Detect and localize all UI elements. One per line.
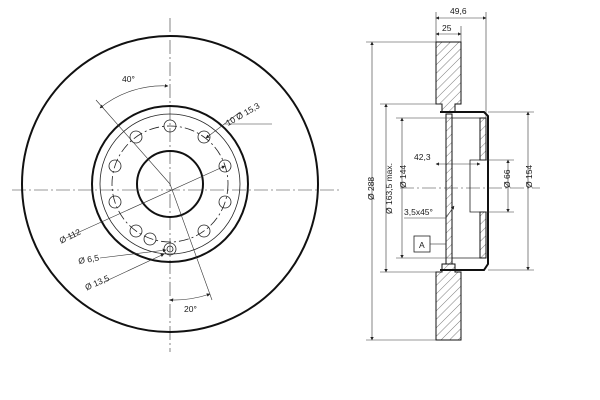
hub-flange-section (445, 113, 453, 265)
small-hole-outer-leader (103, 253, 165, 283)
bolt-hole (108, 195, 122, 209)
angle-bottom-label: 20° (184, 304, 197, 314)
datum-label: A (419, 240, 425, 250)
disc-thickness-label: 25 (442, 23, 452, 33)
hub-ring (99, 113, 241, 255)
flange-diameter-label: Ø 154 (524, 165, 534, 188)
bolt-hole (163, 119, 177, 133)
hub-outer-circle (91, 105, 249, 263)
outer-diameter-label: Ø 288 (366, 177, 376, 200)
offset-label: 42,3 (414, 152, 431, 162)
chamfer-label: 3,5x45° (404, 207, 433, 217)
center-bore-label: Ø 66 (502, 169, 512, 188)
bolt-hole (143, 232, 157, 246)
max-diameter-label: Ø 163,5 max. (384, 163, 394, 214)
disc-section-lower (435, 263, 462, 341)
section-view: 49,6 25 Ø 288 Ø 163,5 max. Ø 144 (366, 6, 540, 341)
bolt-hole (197, 130, 211, 144)
front-view: 40° 20° 10 Ø 15,3 Ø 112 Ø 6,5 Ø 13,5 (12, 18, 340, 352)
bolt-hole (218, 195, 232, 209)
small-hole-label: Ø 6,5 (77, 252, 99, 266)
bolt-hole (129, 130, 143, 144)
bolt-holes (108, 119, 232, 246)
bolt-circle-label: Ø 112 (58, 227, 83, 246)
bolt-circle-dim-line (65, 165, 226, 239)
angle-ref-line-top (95, 99, 171, 185)
hole-spec-leader (205, 111, 241, 139)
hub-wall-upper (479, 117, 487, 161)
hub-profile (440, 111, 489, 271)
small-hole-leader (99, 248, 167, 259)
angle-ref-line-bottom (169, 183, 213, 301)
bolt-circle (111, 125, 229, 243)
angle-arc-top (99, 84, 169, 109)
hub-diameter-label: Ø 144 (398, 165, 408, 188)
total-height-label: 49,6 (450, 6, 467, 16)
angle-arc-bottom (169, 293, 211, 302)
center-bore (136, 150, 204, 218)
bolt-hole (197, 224, 211, 238)
small-hole-outer-label: Ø 13,5 (83, 273, 111, 293)
disc-outer-edge (21, 35, 319, 333)
chamfer-arrow (445, 205, 455, 219)
bolt-hole (129, 224, 143, 238)
bolt-hole (108, 159, 122, 173)
angle-top-label: 40° (122, 74, 135, 84)
bolt-hole (218, 159, 232, 173)
disc-section-upper (435, 41, 462, 113)
hub-wall-lower (479, 211, 487, 259)
small-hole-inner (166, 245, 174, 253)
